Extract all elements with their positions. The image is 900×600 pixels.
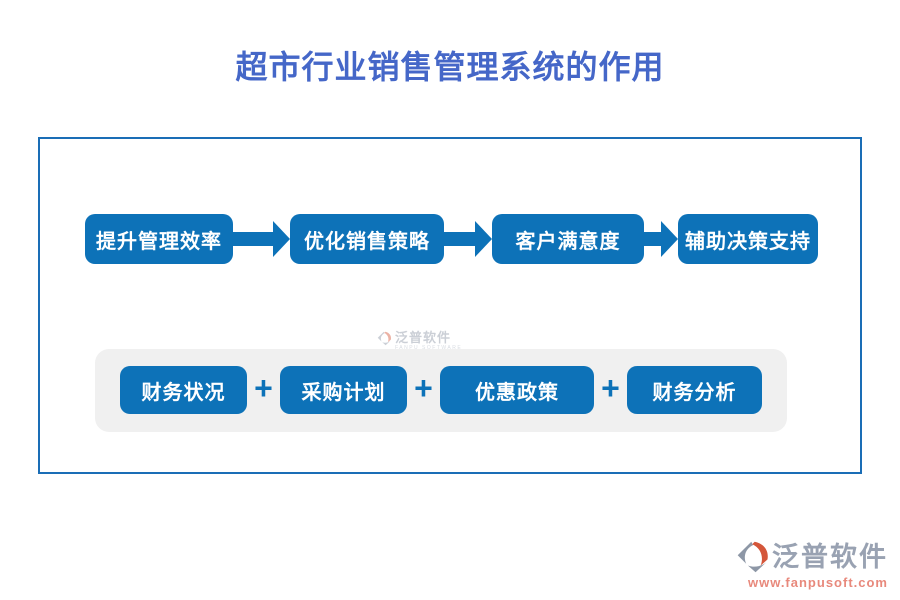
flow-step-decision-support: 辅助决策支持 (678, 214, 818, 264)
watermark: 泛普软件 FANPU SOFTWARE (377, 331, 462, 351)
group-item-finance-analysis: 财务分析 (627, 366, 762, 414)
watermark-brand: 泛普软件 (395, 330, 452, 345)
flow-step-label: 辅助决策支持 (685, 230, 811, 253)
plus-icon: + (601, 370, 620, 406)
arrow-right-icon (444, 221, 492, 257)
arrow-right-icon (233, 221, 290, 257)
footer-url: www.fanpusoft.com (747, 575, 888, 590)
flow-step-label: 客户满意度 (515, 230, 621, 253)
plus-icon: + (414, 370, 433, 406)
group-item-discount-policy: 优惠政策 (440, 366, 594, 414)
fanpu-logo-icon (377, 331, 392, 346)
fanpu-logo-icon (737, 541, 768, 573)
footer-brand: 泛普软件 (772, 542, 888, 572)
arrow-right-icon (644, 221, 678, 257)
flow-row: 提升管理效率 优化销售策略 客户满意度 辅助决策支持 (85, 214, 818, 264)
flow-step-customer-satisfaction: 客户满意度 (492, 214, 644, 264)
group-band: 财务状况 + 采购计划 + 优惠政策 + 财务分析 (95, 349, 787, 432)
footer-top: 泛普软件 (736, 540, 888, 574)
group-item-purchase-plan: 采购计划 (280, 366, 407, 414)
group-item-label: 财务分析 (652, 381, 737, 404)
footer-branding: 泛普软件 www.fanpusoft.com (736, 540, 888, 590)
group-item-label: 优惠政策 (475, 381, 559, 404)
group-item-label: 采购计划 (301, 381, 386, 404)
group-item-label: 财务状况 (141, 381, 226, 404)
group-item-finance-status: 财务状况 (120, 366, 247, 414)
diagram-container: 提升管理效率 优化销售策略 客户满意度 辅助决策支持 (38, 137, 862, 474)
flow-step-label: 提升管理效率 (96, 230, 222, 253)
watermark-tagline: FANPU SOFTWARE (395, 345, 463, 351)
plus-icon: + (254, 370, 273, 406)
page-title: 超市行业销售管理系统的作用 (235, 49, 665, 85)
group-row: 财务状况 + 采购计划 + 优惠政策 + 财务分析 (95, 366, 787, 414)
flow-step-sales-strategy: 优化销售策略 (290, 214, 444, 264)
flow-step-label: 优化销售策略 (304, 230, 430, 253)
flow-step-efficiency: 提升管理效率 (85, 214, 233, 264)
